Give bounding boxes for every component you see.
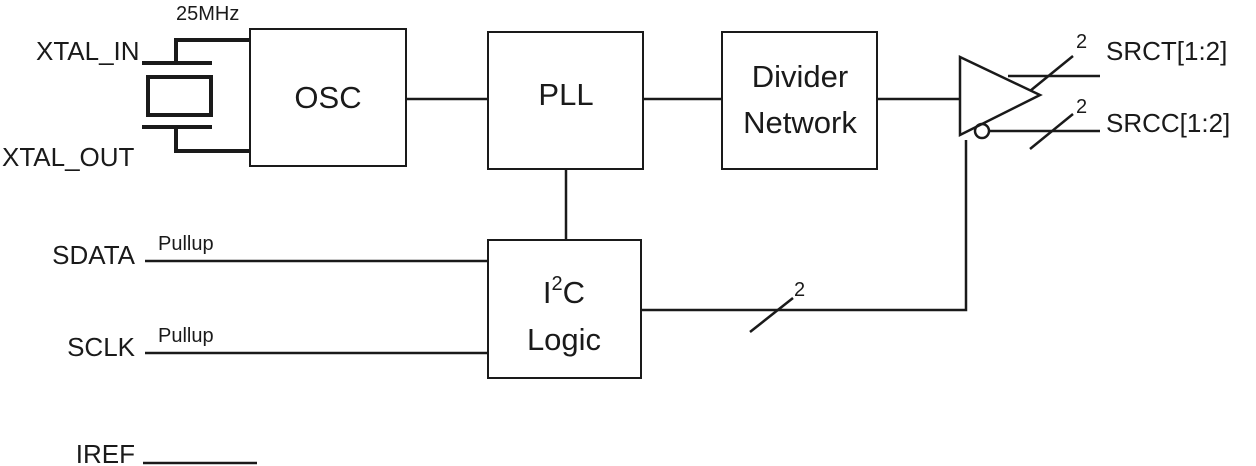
i2c-logic-block — [487, 239, 642, 379]
divider-label-line1: Divider — [752, 59, 848, 94]
sdata-pin-label: SDATA — [52, 240, 135, 270]
crystal-symbol — [142, 38, 250, 153]
sdata-pullup-label: Pullup — [158, 233, 214, 255]
srct-width-label: 2 — [1076, 31, 1087, 53]
pll-block — [487, 31, 644, 170]
i2c-to-buffer-bus — [641, 140, 968, 312]
osc-label: OSC — [294, 80, 361, 115]
srct-pin-label: SRCT[1:2] — [1106, 36, 1227, 66]
xtal-out-pin-label: XTAL_OUT — [2, 142, 135, 172]
pll-label: PLL — [538, 77, 593, 112]
i2c-label-line1: I2C — [543, 273, 585, 310]
srct-bus-tick — [1029, 55, 1074, 92]
divider-network-block — [721, 31, 878, 170]
srcc-pin-label: SRCC[1:2] — [1106, 108, 1230, 138]
control-bus-width-label: 2 — [794, 279, 805, 301]
sclk-pin-label: SCLK — [67, 332, 136, 362]
srcc-bus-tick — [1029, 113, 1074, 150]
iref-pin-label: IREF — [76, 439, 135, 466]
control-bus-tick — [749, 297, 794, 333]
xtal-in-pin-label: XTAL_IN — [36, 36, 140, 66]
osc-block — [249, 28, 407, 167]
divider-label-line2: Network — [743, 105, 857, 140]
srcc-width-label: 2 — [1076, 96, 1087, 118]
sclk-pullup-label: Pullup — [158, 325, 214, 347]
output-buffer-symbol — [958, 55, 1100, 140]
crystal-frequency-label: 25MHz — [176, 3, 239, 25]
i2c-label-line2: Logic — [527, 322, 601, 357]
